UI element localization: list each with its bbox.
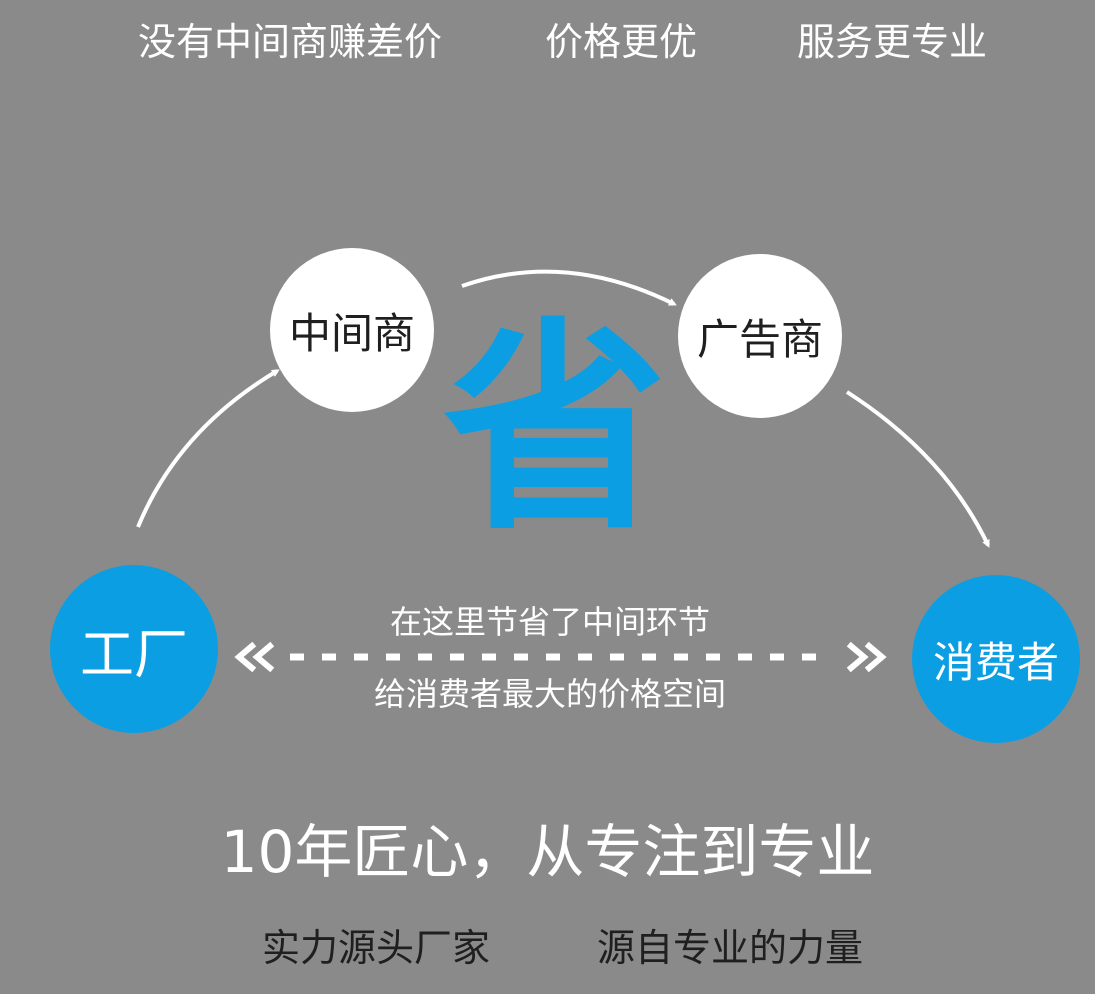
node-advertiser-label: 广告商 xyxy=(696,314,823,364)
bottom-slogan-row: 实力源头厂家 源自专业的力量 xyxy=(0,920,1095,976)
save-character: 省 xyxy=(443,299,667,560)
node-middleman-label: 中间商 xyxy=(288,308,415,358)
node-factory: 工厂 xyxy=(50,565,218,733)
arrow-middleman-to-advertiser xyxy=(461,269,677,306)
double-left-chevron-icon xyxy=(234,641,275,673)
slogan-source-factory: 实力源头厂家 xyxy=(262,926,491,970)
slogan-better-price: 价格更优 xyxy=(545,20,698,64)
headline: 10年匠心，从专注到专业 xyxy=(220,818,875,886)
arrow-factory-to-middleman xyxy=(136,369,280,528)
savings-text-line-2: 给消费者最大的价格空间 xyxy=(373,675,726,713)
savings-text-line-1: 在这里节省了中间环节 xyxy=(389,603,710,641)
node-middleman: 中间商 xyxy=(270,248,434,412)
top-slogan-row: 没有中间商赚差价 价格更优 服务更专业 xyxy=(0,14,1095,70)
slogan-better-service: 服务更专业 xyxy=(797,20,988,64)
slogan-professional-power: 源自专业的力量 xyxy=(597,926,864,970)
node-consumer: 消费者 xyxy=(912,575,1080,743)
slogan-no-middleman: 没有中间商赚差价 xyxy=(138,20,443,64)
double-right-chevron-icon xyxy=(846,641,887,673)
node-consumer-label: 消费者 xyxy=(932,637,1059,687)
node-factory-label: 工厂 xyxy=(80,622,188,686)
node-advertiser: 广告商 xyxy=(678,254,842,418)
arrow-advertiser-to-consumer xyxy=(845,390,990,548)
